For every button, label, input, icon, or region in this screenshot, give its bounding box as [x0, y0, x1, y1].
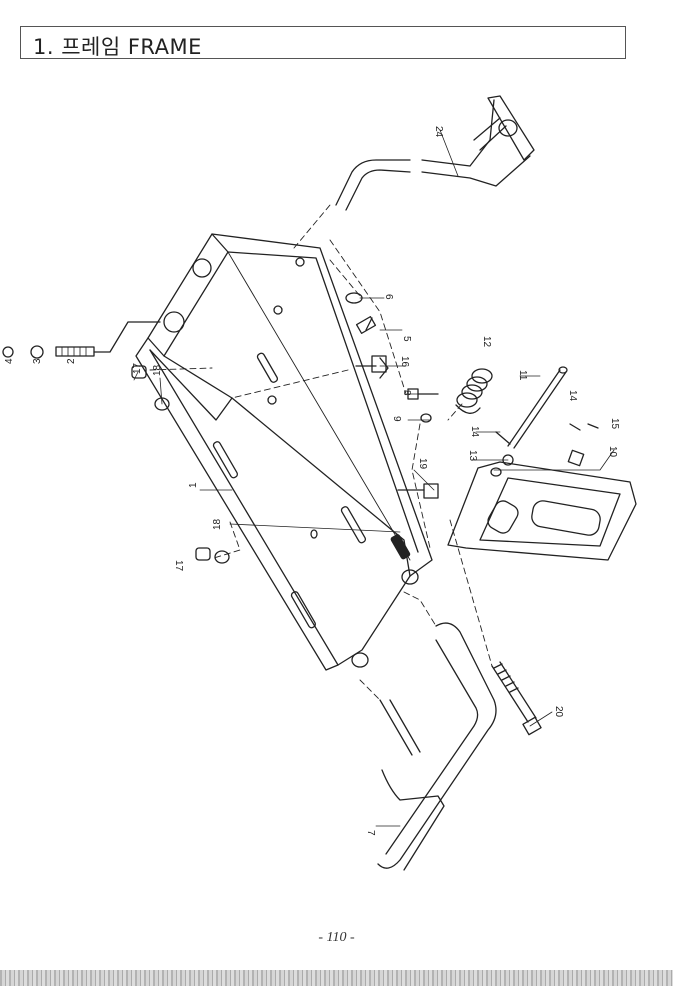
callout-17a: 17 — [132, 362, 143, 374]
assembly-guide-lines — [149, 204, 493, 701]
callout-2: 2 — [66, 358, 77, 364]
rod-part — [507, 369, 561, 447]
lower-handle-part — [377, 622, 497, 871]
part-number-callouts: 1 2 3 4 5 6 7 8 9 10 11 12 13 14 14 15 1… — [4, 126, 620, 836]
callout-12: 12 — [481, 336, 492, 348]
callout-5: 5 — [401, 336, 412, 342]
spring-part — [455, 368, 493, 414]
callout-1: 1 — [188, 482, 199, 488]
callout-7: 7 — [365, 830, 376, 836]
callout-18b: 18 — [212, 518, 223, 530]
callout-6: 6 — [383, 294, 394, 300]
callout-14a: 14 — [469, 426, 480, 438]
callout-4: 4 — [4, 358, 15, 364]
handle-bar-part — [335, 95, 535, 211]
page-number: - 110 - — [318, 930, 355, 945]
callout-11: 11 — [517, 370, 528, 381]
callout-9: 9 — [391, 416, 402, 422]
callout-16: 16 — [399, 356, 410, 368]
section-title: 1. 프레임 FRAME — [33, 35, 202, 59]
callout-13: 13 — [467, 450, 478, 462]
callout-15: 15 — [609, 418, 620, 430]
bolt-2-assembly — [2, 321, 161, 359]
scan-edge-artifact — [0, 970, 673, 986]
long-bolt-part — [491, 661, 542, 736]
main-frame-part — [135, 233, 433, 671]
callout-14b: 14 — [567, 390, 578, 402]
section-title-box: 1. 프레임 FRAME — [20, 26, 626, 59]
callout-19: 19 — [417, 458, 428, 470]
callout-20: 20 — [553, 706, 564, 718]
foot-rest-part — [447, 461, 637, 561]
callout-17b: 17 — [173, 560, 184, 572]
callout-10: 10 — [607, 446, 618, 458]
small-bolts — [131, 292, 599, 564]
callout-3: 3 — [32, 358, 43, 364]
part-leader-lines — [133, 129, 615, 827]
callout-18a: 18 — [152, 364, 163, 376]
callout-24: 24 — [433, 126, 444, 138]
callout-8: 8 — [401, 390, 412, 396]
